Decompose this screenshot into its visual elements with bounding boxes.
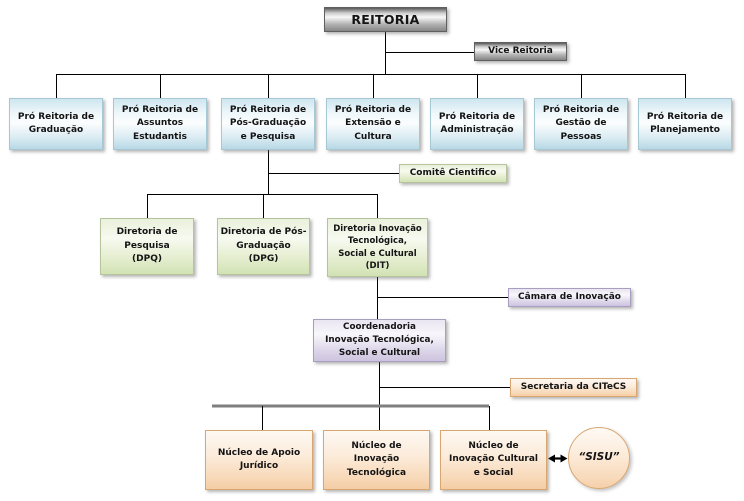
node-pro-reitoria-pos-graduacao-pesquisa: Pró Reitoria de Pós-Graduação e Pesquisa (221, 98, 315, 150)
node-comite-cientifico: Comitê Cientifico (399, 164, 507, 183)
node-nucleo-apoio-juridico: Núcleo de Apoio Jurídico (205, 430, 313, 490)
node-camara-inovacao: Câmara de Inovação (508, 288, 631, 307)
node-sisu-circle: “SISU” (568, 427, 630, 489)
node-nucleo-inovacao-cultural-social: Núcleo de Inovação Cultural e Social (440, 430, 547, 490)
node-reitoria: REITORIA (324, 7, 447, 32)
node-pro-reitoria-extensao-cultura: Pró Reitoria de Extensão e Cultura (326, 98, 420, 150)
node-pro-reitoria-gestao-pessoas: Pró Reitoria de Gestão de Pessoas (534, 98, 628, 150)
node-pro-reitoria-graduacao: Pró Reitoria de Graduação (9, 98, 103, 150)
node-pro-reitoria-assuntos-estudantis: Pró Reitoria de Assuntos Estudantis (113, 98, 207, 150)
node-nucleo-inovacao-tecnologica: Núcleo de Inovação Tecnológica (323, 430, 430, 490)
node-secretaria-citecs: Secretaria da CITeCS (510, 378, 637, 397)
node-diretoria-dpq: Diretoria de Pesquisa (DPQ) (100, 218, 194, 275)
node-vice-reitoria: Vice Reitoria (474, 42, 567, 61)
node-diretoria-dpg: Diretoria de Pós- Graduação (DPG) (217, 218, 310, 275)
node-pro-reitoria-administracao: Pró Reitoria de Administração (430, 98, 524, 150)
node-diretoria-dit: Diretoria Inovação Tecnológica, Social e… (327, 218, 428, 277)
double-arrow-icon (548, 454, 568, 463)
node-coordenadoria-citecs: Coordenadoria Inovação Tecnológica, Soci… (313, 319, 446, 362)
node-pro-reitoria-planejamento: Pró Reitoria de Planejamento (638, 98, 732, 150)
